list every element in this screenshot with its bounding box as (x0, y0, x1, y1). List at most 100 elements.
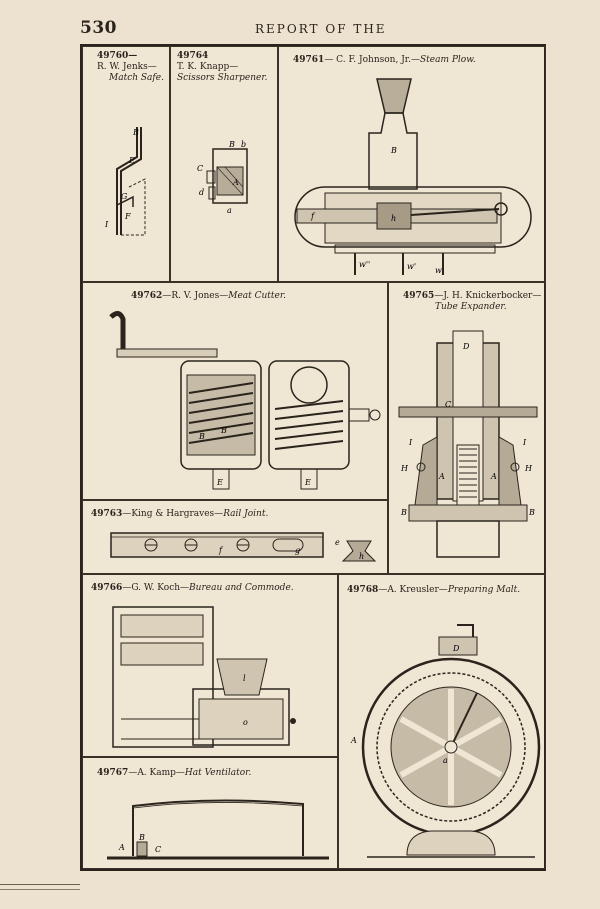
label-H-right: H (524, 464, 533, 473)
inventor: — C. F. Johnson, Jr.— (324, 55, 420, 65)
panel-rail-joint: 49763—King & Hargraves—Rail Joint. f g e… (82, 500, 388, 574)
patent-number: 49761 (293, 55, 325, 65)
label-A-left: A (438, 472, 445, 481)
label-E-2: E (304, 478, 311, 487)
figure-hat-ventilator: A B C (103, 786, 333, 866)
label-B: B (390, 146, 397, 155)
label-h: h (391, 214, 396, 223)
title: Bureau and Commode. (189, 583, 294, 593)
label-I-left: I (408, 438, 413, 447)
patent-number: 49765 (403, 291, 435, 301)
figure-meat-cutter: B B E E (103, 305, 383, 499)
inventor: —King & Hargraves— (122, 509, 224, 519)
caption-rail-joint: 49763—King & Hargraves—Rail Joint. (91, 509, 268, 520)
label-B-left: B (400, 508, 407, 517)
panel-meat-cutter: 49762—R. V. Jones—Meat Cutter. B B E E (82, 282, 388, 500)
label-B: B (132, 128, 139, 137)
caption-steam-plow: 49761— C. F. Johnson, Jr.—Steam Plow. (293, 55, 476, 66)
title: Preparing Malt. (447, 585, 521, 595)
running-head: REPORT OF THE (255, 22, 387, 36)
label-a: a (443, 756, 448, 765)
patent-number: 49763 (91, 509, 123, 519)
label-A: A (118, 843, 125, 852)
label-B: B (138, 833, 145, 842)
caption-scissors-sharpener: 49764 T. K. Knapp— Scissors Sharpener. (177, 51, 268, 84)
title: Scissors Sharpener. (177, 73, 268, 83)
figure-plate: 49760— R. W. Jenks— Match Safe. B E G F … (80, 44, 546, 871)
figure-preparing-malt: D A a (347, 619, 541, 865)
panel-match-safe: 49760— R. W. Jenks— Match Safe. B E G F … (82, 46, 170, 282)
footer-rule (0, 884, 80, 885)
title: Match Safe. (109, 73, 164, 83)
label-C: C (197, 164, 203, 173)
caption-preparing-malt: 49768—A. Kreusler—Preparing Malt. (347, 585, 520, 596)
caption-match-safe: 49760— R. W. Jenks— Match Safe. (97, 51, 164, 84)
figure-scissors-sharpener: B b C d A a (181, 137, 271, 227)
label-H-left: H (400, 464, 409, 473)
label-b: b (241, 140, 246, 149)
inventor: —A. Kamp— (128, 768, 185, 778)
inventor: R. W. Jenks— (97, 62, 157, 72)
panel-preparing-malt: 49768—A. Kreusler—Preparing Malt. (338, 574, 546, 869)
panel-steam-plow: 49761— C. F. Johnson, Jr.—Steam Plow. B … (278, 46, 546, 282)
panel-scissors-sharpener: 49764 T. K. Knapp— Scissors Sharpener. B… (170, 46, 278, 282)
patent-number: 49766 (91, 583, 123, 593)
label-E: E (128, 156, 135, 165)
title: Steam Plow. (419, 55, 476, 65)
patent-number: 49764 (177, 51, 209, 61)
inventor: —J. H. Knickerbocker— (434, 291, 542, 301)
inventor: —A. Kreusler— (378, 585, 448, 595)
label-B-right: B (528, 508, 535, 517)
patent-number: 49768 (347, 585, 379, 595)
label-w-double-prime: w'' (359, 260, 370, 269)
label-I-right: I (522, 438, 527, 447)
caption-hat-ventilator: 49767—A. Kamp—Hat Ventilator. (97, 768, 251, 779)
label-E: E (216, 478, 223, 487)
label-B: B (220, 426, 227, 435)
figure-steam-plow: B f h w w' w'' (285, 69, 541, 279)
patent-number: 49767 (97, 768, 129, 778)
panel-hat-ventilator: 49767—A. Kamp—Hat Ventilator. A B C (82, 757, 338, 869)
label-l: l (243, 674, 246, 683)
label-f: f (310, 212, 316, 221)
figure-match-safe: B E G F I (89, 117, 165, 247)
panel-bureau-commode: 49766—G. W. Koch—Bureau and Commode. l o (82, 574, 338, 757)
inventor: T. K. Knapp— (177, 62, 239, 72)
inventor: —G. W. Koch— (122, 583, 190, 593)
label-d: d (199, 188, 204, 197)
figure-bureau-commode: l o (107, 599, 333, 755)
label-A: A (350, 736, 357, 745)
page-number: 530 (80, 18, 117, 38)
title: Rail Joint. (223, 509, 269, 519)
label-C: C (445, 400, 451, 409)
label-I: I (104, 220, 109, 229)
label-D: D (462, 342, 470, 351)
caption-bureau-commode: 49766—G. W. Koch—Bureau and Commode. (91, 583, 294, 594)
caption-meat-cutter: 49762—R. V. Jones—Meat Cutter. (131, 291, 286, 302)
label-D: D (452, 644, 460, 653)
label-w-prime: w' (407, 262, 416, 271)
label-f: f (218, 546, 224, 555)
title: Tube Expander. (435, 302, 507, 312)
label-a: a (227, 206, 232, 215)
footer-rule-2 (0, 889, 80, 890)
label-w: w (435, 266, 442, 275)
label-o: o (243, 718, 248, 727)
title: Meat Cutter. (228, 291, 287, 301)
patent-number: 49760— (97, 51, 138, 61)
patent-number: 49762 (131, 291, 163, 301)
label-A: A (232, 178, 239, 187)
label-G: G (121, 192, 128, 201)
label-F: F (124, 212, 131, 221)
label-C: C (155, 845, 161, 854)
label-e: e (335, 538, 340, 547)
inventor: —R. V. Jones— (162, 291, 229, 301)
label-h: h (359, 552, 364, 561)
caption-tube-expander: 49765—J. H. Knickerbocker— Tube Expander… (403, 291, 541, 313)
panel-tube-expander: 49765—J. H. Knickerbocker— Tube Expander… (388, 282, 546, 574)
title: Hat Ventilator. (184, 768, 252, 778)
figure-tube-expander: D C I I H H A A B B (395, 315, 541, 571)
label-B-2: B (198, 432, 205, 441)
label-g: g (295, 546, 300, 555)
figure-rail-joint: f g e h (107, 527, 383, 571)
